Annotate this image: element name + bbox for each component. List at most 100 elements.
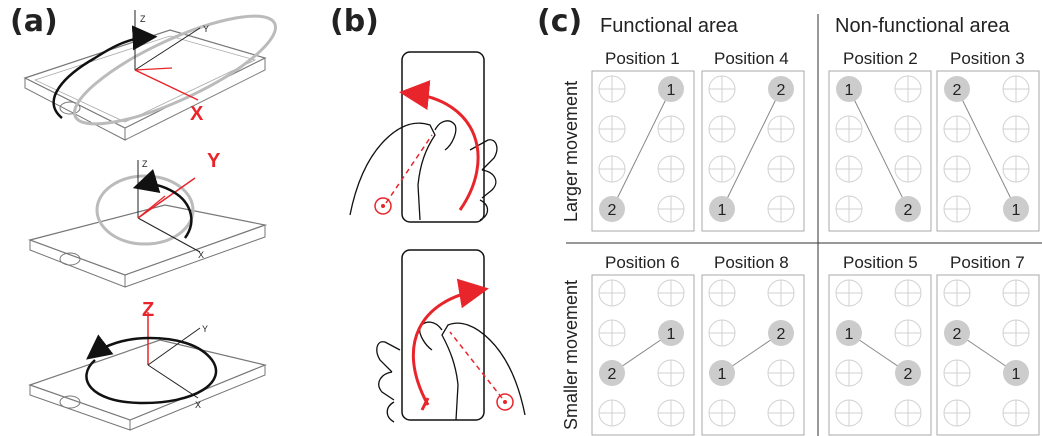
crosshair-target bbox=[894, 75, 922, 103]
start-dot-label: 2 bbox=[953, 326, 962, 343]
crosshair-target bbox=[1002, 319, 1030, 347]
crosshair-target bbox=[767, 195, 795, 223]
axis-y-label: Y bbox=[203, 24, 209, 34]
crosshair-target bbox=[943, 399, 971, 427]
crosshair-target bbox=[943, 279, 971, 307]
axis-y-label: Y bbox=[207, 150, 221, 172]
rotation-arrow bbox=[85, 334, 218, 405]
hand-outline bbox=[349, 120, 498, 221]
start-dot bbox=[768, 320, 794, 346]
crosshair-target bbox=[1002, 115, 1030, 143]
thumb-reach-upper bbox=[349, 51, 498, 223]
start-dot-label: 2 bbox=[953, 82, 962, 99]
rotation-arrow bbox=[52, 25, 158, 119]
crosshair-target bbox=[1002, 399, 1030, 427]
crosshair-target bbox=[657, 399, 685, 427]
end-dot-label: 1 bbox=[1012, 202, 1021, 219]
position-label: Position 8 bbox=[714, 253, 789, 272]
end-dot bbox=[709, 360, 735, 386]
crosshair-target bbox=[835, 279, 863, 307]
position-label: Position 4 bbox=[714, 49, 789, 68]
end-dot-label: 2 bbox=[608, 202, 617, 219]
end-dot bbox=[895, 360, 921, 386]
end-dot-label: 2 bbox=[904, 366, 913, 383]
pivot-point bbox=[374, 197, 392, 215]
functional-area-header: Functional area bbox=[600, 15, 738, 37]
position-label: Position 6 bbox=[605, 253, 680, 272]
start-dot bbox=[944, 76, 970, 102]
panel-label-c: (c) bbox=[537, 4, 583, 39]
crosshair-target bbox=[657, 155, 685, 183]
axis-z-label: Z bbox=[142, 159, 148, 169]
target-card: 21 bbox=[936, 274, 1040, 436]
target-card: 21 bbox=[701, 70, 805, 232]
crosshair-target bbox=[657, 115, 685, 143]
end-dot bbox=[599, 360, 625, 386]
start-dot bbox=[768, 76, 794, 102]
thumb-arc bbox=[411, 278, 489, 406]
pivot-point bbox=[496, 393, 514, 411]
start-dot-label: 1 bbox=[845, 82, 854, 99]
start-dot-label: 2 bbox=[777, 82, 786, 99]
position-label: Position 3 bbox=[950, 49, 1025, 68]
crosshair-target bbox=[894, 279, 922, 307]
end-dot-label: 1 bbox=[718, 366, 727, 383]
phone-rotation-z: Z Y X bbox=[28, 299, 267, 431]
crosshair-target bbox=[835, 115, 863, 143]
end-dot bbox=[895, 196, 921, 222]
crosshair-target bbox=[1002, 75, 1030, 103]
end-dot bbox=[1003, 360, 1029, 386]
crosshair-target bbox=[943, 359, 971, 387]
crosshair-target bbox=[835, 195, 863, 223]
phone-rotation-y: Z Y X bbox=[27, 150, 268, 288]
crosshair-target bbox=[708, 279, 736, 307]
crosshair-target bbox=[598, 279, 626, 307]
axis-x-label: X bbox=[195, 400, 201, 410]
crosshair-target bbox=[767, 155, 795, 183]
crosshair-target bbox=[708, 399, 736, 427]
end-dot-label: 1 bbox=[1012, 366, 1021, 383]
movement-path bbox=[721, 88, 782, 210]
crosshair-target bbox=[598, 155, 626, 183]
panel-label-b: (b) bbox=[330, 4, 379, 39]
crosshair-target bbox=[708, 155, 736, 183]
target-card: 12 bbox=[828, 274, 932, 436]
crosshair-target bbox=[657, 359, 685, 387]
axis-x-label: X bbox=[198, 250, 204, 260]
crosshair-target bbox=[708, 319, 736, 347]
crosshair-target bbox=[1002, 155, 1030, 183]
target-card: 21 bbox=[936, 70, 1040, 232]
end-dot-label: 2 bbox=[608, 366, 617, 383]
crosshair-target bbox=[767, 279, 795, 307]
position-label: Position 5 bbox=[843, 253, 918, 272]
crosshair-target bbox=[767, 115, 795, 143]
target-card: 12 bbox=[828, 70, 932, 232]
start-dot-label: 1 bbox=[667, 82, 676, 99]
start-dot-label: 2 bbox=[777, 326, 786, 343]
panel-label-a: (a) bbox=[10, 4, 58, 39]
start-dot bbox=[836, 320, 862, 346]
target-card: 12 bbox=[591, 274, 695, 436]
start-dot bbox=[944, 320, 970, 346]
target-card: 12 bbox=[591, 70, 695, 232]
crosshair-target bbox=[835, 155, 863, 183]
thumb-arc bbox=[399, 80, 480, 211]
crosshair-target bbox=[835, 399, 863, 427]
nonfunctional-area-header: Non-functional area bbox=[835, 15, 1010, 37]
end-dot bbox=[709, 196, 735, 222]
movement-path bbox=[956, 88, 1017, 210]
crosshair-target bbox=[598, 75, 626, 103]
panel-a-illustration: Z Y X Z Y X Z Y X bbox=[23, 10, 277, 431]
end-dot bbox=[599, 196, 625, 222]
crosshair-target bbox=[598, 399, 626, 427]
end-dot-label: 2 bbox=[904, 202, 913, 219]
crosshair-target bbox=[894, 155, 922, 183]
start-dot-label: 1 bbox=[667, 326, 676, 343]
rotation-arrow bbox=[132, 169, 193, 239]
crosshair-target bbox=[708, 75, 736, 103]
crosshair-target bbox=[894, 115, 922, 143]
crosshair-target bbox=[894, 399, 922, 427]
crosshair-target bbox=[835, 359, 863, 387]
crosshair-target bbox=[943, 195, 971, 223]
